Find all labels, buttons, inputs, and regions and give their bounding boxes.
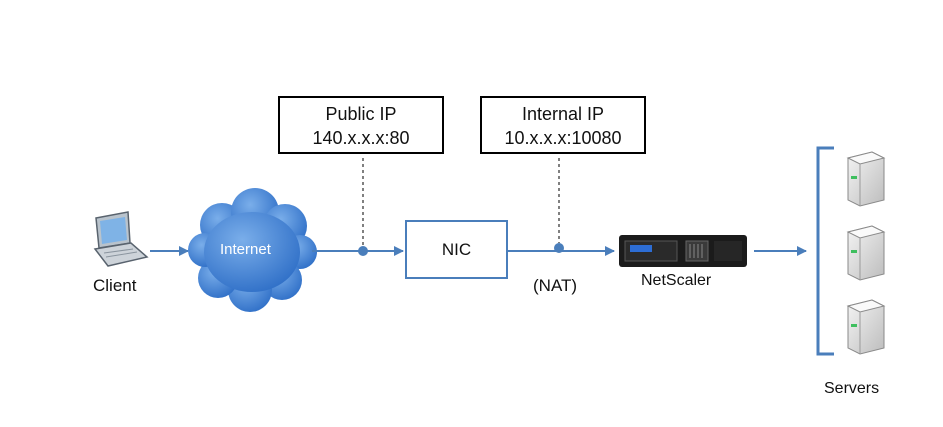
netscaler-label: NetScaler <box>641 272 712 289</box>
servers-label: Servers <box>824 380 880 397</box>
nic-label: NIC <box>441 240 472 259</box>
internal-ip-callout: Internal IP 10.x.x.x:10080 <box>480 96 646 154</box>
server-icon <box>846 151 886 207</box>
nat-label: (NAT) <box>533 276 578 295</box>
public-ip-callout: Public IP 140.x.x.x:80 <box>278 96 444 154</box>
public-ip-point <box>358 246 368 256</box>
nic-box: NIC <box>405 220 508 279</box>
internal-ip-point <box>554 243 564 253</box>
servers-bracket <box>816 146 834 356</box>
laptop-icon <box>93 211 149 267</box>
internet-cloud-icon <box>188 188 317 312</box>
public-ip-value: 140.x.x.x:80 <box>312 128 410 148</box>
netscaler-appliance-icon <box>619 235 747 267</box>
internal-ip-title: Internal IP <box>521 104 605 124</box>
public-ip-title: Public IP <box>325 104 397 124</box>
internet-label: Internet <box>220 241 271 258</box>
client-label: Client <box>93 276 137 295</box>
server-icon <box>846 299 886 355</box>
internal-ip-value: 10.x.x.x:10080 <box>504 128 622 148</box>
server-icon <box>846 225 886 281</box>
